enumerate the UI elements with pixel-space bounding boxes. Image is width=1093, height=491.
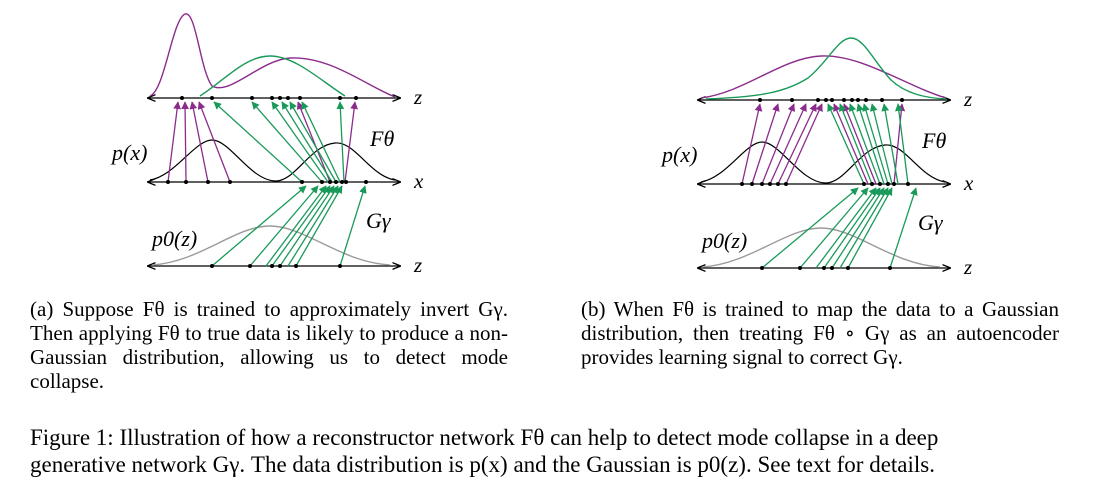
top-purple-density: [149, 13, 396, 98]
mid-axis-label: x: [413, 169, 424, 193]
px-label: p(x): [110, 140, 147, 165]
purple-arrows: [167, 101, 358, 183]
G-label: Gγ: [918, 210, 944, 235]
sample-dots: [166, 96, 368, 268]
F-label: Fθ: [369, 126, 394, 151]
diagram-panel-a: z x z p(x) Fθ Gγ p0(z): [0, 0, 546, 290]
px-density: [700, 141, 946, 184]
bottom-axis-label: z: [413, 253, 422, 277]
p0-gaussian: [151, 225, 391, 266]
purple-arrows: [741, 103, 906, 185]
top-green-gaussian: [705, 37, 947, 100]
top-axis-label: z: [413, 85, 422, 109]
F-label: Fθ: [921, 128, 946, 153]
figure-caption-line-2: generative network Gγ. The data distribu…: [30, 452, 935, 477]
p0-label: p0(z): [700, 228, 747, 253]
figure-caption: Figure 1: Illustration of how a reconstr…: [30, 424, 1074, 478]
figure-caption-line-1: Figure 1: Illustration of how a reconstr…: [30, 425, 939, 450]
diagram-b: z x z p(x) Fθ Gγ p0(z): [660, 37, 974, 279]
px-label: p(x): [660, 142, 697, 167]
px-density: [149, 139, 396, 182]
p0-gaussian: [701, 227, 941, 268]
p0-label: p0(z): [150, 226, 197, 251]
green-arrows-up: [213, 101, 345, 183]
diagram-a: z x z p(x) Fθ Gγ p0(z): [110, 13, 424, 277]
green-arrows-up: [827, 103, 909, 185]
subcaption-a: (a) Suppose Fθ is trained to approximate…: [30, 297, 508, 393]
sample-dots: [740, 98, 910, 270]
top-axis-label: z: [963, 87, 972, 111]
bottom-axis-label: z: [963, 255, 972, 279]
subcaption-b: (b) When Fθ is trained to map the data t…: [581, 297, 1059, 369]
diagram-panel-b: z x z p(x) Fθ Gγ p0(z): [546, 0, 1092, 290]
green-arrows-G: [211, 185, 367, 267]
mid-axis-label: x: [963, 171, 974, 195]
top-purple-density: [700, 55, 947, 99]
green-arrows-G: [761, 187, 918, 269]
G-label: Gγ: [366, 208, 392, 233]
top-green-gaussian: [199, 55, 346, 97]
